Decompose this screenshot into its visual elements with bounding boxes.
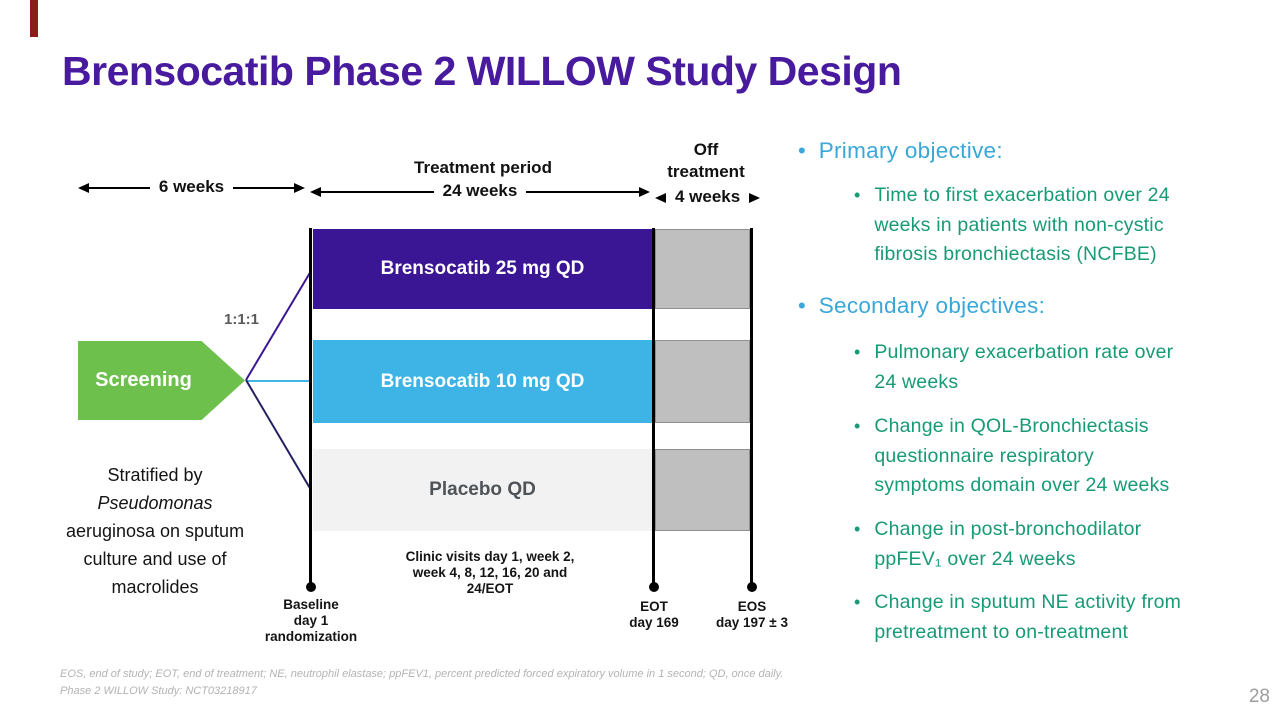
baseline-milestone-label: Baseline day 1 randomization: [264, 597, 358, 644]
arm-label: Brensocatib 25 mg QD: [380, 258, 585, 279]
accent-mark: [30, 0, 38, 37]
arrow-line: [89, 187, 150, 189]
off-treatment-block-placebo: [655, 449, 750, 531]
off-treatment-block-10mg: [655, 340, 750, 423]
randomization-ratio-label: 1:1:1: [224, 311, 260, 328]
objective-item-text: Change in post-bronchodilator ppFEV₁ ove…: [874, 518, 1142, 570]
primary-objective-heading: • Primary objective:: [798, 137, 1003, 164]
eos-vertical-line: [750, 228, 753, 590]
objective-item-text: Change in QOL-Bronchiectasis questionnai…: [874, 415, 1170, 496]
objective-item-text: Change in sputum NE activity from pretre…: [874, 591, 1182, 643]
secondary-objective-item: • Change in post-bronchodilator ppFEV₁ o…: [854, 515, 1274, 574]
bullet-icon: •: [798, 293, 806, 318]
secondary-objectives-heading-text: Secondary objectives:: [818, 293, 1046, 318]
primary-objective-item: • Time to first exacerbation over 24 wee…: [854, 181, 1274, 270]
bullet-icon: •: [854, 342, 861, 362]
off-treatment-block-25mg: [655, 229, 750, 309]
objective-item-text: Pulmonary exacerbation rate over 24 week…: [874, 341, 1174, 393]
stratification-note: Stratified by Pseudomonas aeruginosa on …: [40, 461, 270, 601]
treatment-duration-label: 24 weeks: [442, 181, 518, 200]
eos-dot: [747, 582, 757, 592]
arm-label: Placebo QD: [429, 479, 536, 500]
arrow-left-icon: [78, 183, 89, 193]
arrow-right-icon: [294, 183, 306, 193]
arrow-line: [321, 191, 434, 193]
bullet-icon: •: [854, 416, 861, 436]
abbreviations-footnote: EOS, end of study; EOT, end of treatment…: [60, 668, 784, 680]
primary-objective-heading-text: Primary objective:: [818, 138, 1003, 163]
secondary-objective-item: • Change in sputum NE activity from pret…: [854, 588, 1274, 647]
stratification-line-italic: Pseudomonas: [97, 493, 213, 513]
arrow-left-icon: [655, 193, 666, 203]
arrow-line: [233, 187, 295, 189]
treatment-duration-arrow: 24 weeks: [310, 181, 650, 202]
off-treatment-duration-arrow: 4 weeks: [655, 187, 761, 208]
clinic-visits-label: Clinic visits day 1, week 2, week 4, 8, …: [405, 549, 575, 596]
arm-brensocatib-10mg-bar: Brensocatib 10 mg QD: [313, 340, 652, 423]
screening-arrow-shape: Screening: [78, 341, 245, 420]
eot-milestone-label: EOT day 169: [629, 599, 679, 630]
page-number: 28: [1248, 686, 1270, 707]
treatment-period-label: Treatment period: [414, 158, 552, 177]
baseline-vertical-line: [309, 228, 312, 590]
off-treatment-duration-label: 4 weeks: [675, 187, 741, 206]
stratification-line: aeruginosa on sputum: [65, 521, 245, 541]
secondary-objective-item: • Change in QOL-Bronchiectasis questionn…: [854, 412, 1274, 501]
arrow-right-icon: [749, 193, 761, 203]
eos-milestone-label: EOS day 197 ± 3: [716, 599, 788, 630]
eot-dot: [649, 582, 659, 592]
bullet-icon: •: [854, 185, 861, 205]
baseline-dot: [306, 582, 316, 592]
bullet-icon: •: [854, 519, 861, 539]
secondary-objectives-heading: • Secondary objectives:: [798, 292, 1045, 319]
stratification-line: macrolides: [111, 577, 199, 597]
arrow-line: [526, 191, 639, 193]
objective-item-text: Time to first exacerbation over 24 weeks…: [874, 184, 1170, 265]
bullet-icon: •: [854, 592, 861, 612]
arm-placebo-bar: Placebo QD: [313, 449, 652, 531]
arm-brensocatib-25mg-bar: Brensocatib 25 mg QD: [313, 229, 652, 309]
eot-vertical-line: [652, 228, 655, 590]
bullet-icon: •: [798, 138, 806, 163]
arm-label: Brensocatib 10 mg QD: [380, 370, 585, 392]
stratification-line: culture and use of: [83, 549, 227, 569]
off-treatment-label: Off treatment: [667, 140, 745, 181]
study-id-footnote: Phase 2 WILLOW Study: NCT03218917: [60, 685, 257, 697]
slide-title: Brensocatib Phase 2 WILLOW Study Design: [62, 48, 902, 94]
screening-duration-arrow: 6 weeks: [78, 177, 306, 198]
stratification-line: Stratified by: [107, 465, 203, 485]
screening-label: Screening: [95, 369, 192, 391]
screening-duration-label: 6 weeks: [158, 177, 225, 196]
arrow-left-icon: [310, 187, 321, 197]
secondary-objective-item: • Pulmonary exacerbation rate over 24 we…: [854, 338, 1274, 397]
arrow-right-icon: [639, 187, 650, 197]
